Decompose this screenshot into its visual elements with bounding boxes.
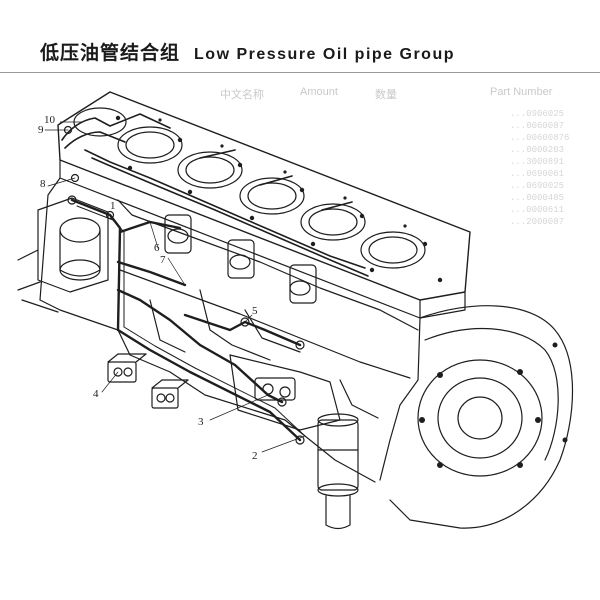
fuel-filter (317, 413, 359, 530)
callout-5: 5 (252, 305, 258, 317)
title-divider (0, 72, 600, 73)
ghost-col-amount: Amount (300, 86, 338, 98)
page-title: 低压油管结合组 Low Pressure Oil pipe Group (40, 38, 455, 65)
callout-6: 6 (154, 242, 160, 254)
callout-1: 1 (110, 200, 116, 212)
callout-9: 9 (38, 124, 44, 136)
ghost-part-number: ...0690061 (510, 169, 565, 179)
engine-block (39, 177, 421, 483)
pipe-2 (70, 198, 302, 442)
ghost-part-number: ...00600876 (510, 133, 570, 143)
leader-lines (44, 121, 306, 453)
callout-3: 3 (198, 416, 204, 428)
head-oil-lines (61, 113, 369, 277)
ghost-col-name: 中文名称 (220, 89, 264, 101)
ghost-part-number: ...0906025 (510, 109, 565, 119)
ghost-part-number: ...3000891 (510, 157, 565, 167)
pump-body (229, 354, 341, 431)
callout-10: 10 (44, 114, 55, 126)
pipe-7 (116, 260, 187, 287)
ghost-part-number: ...0000203 (510, 145, 565, 155)
callout-8: 8 (40, 178, 46, 190)
bleed-through-table-header: Amount 数量 中文名称 Part Number (0, 82, 600, 102)
pipe-clamps (107, 353, 189, 409)
callout-7: 7 (160, 254, 166, 266)
bleed-through-part-numbers: ...0906025 ...0060087 ...00600876 ...000020… (510, 108, 600, 228)
ghost-part-number: ...2000087 (510, 217, 565, 227)
callout-2: 2 (252, 450, 258, 462)
callout-4: 4 (93, 388, 99, 400)
cylinder-head (57, 91, 471, 319)
ghost-col-qty: 数量 (375, 89, 397, 101)
ghost-part-number: ...0060087 (510, 121, 565, 131)
ghost-part-number: ...0000611 (510, 205, 565, 215)
title-english: Low Pressure Oil pipe Group (194, 46, 455, 63)
ghost-part-number: ...0690025 (510, 181, 565, 191)
ghost-col-part-number: Part Number (490, 86, 553, 98)
title-chinese: 低压油管结合组 (40, 42, 181, 64)
ghost-part-number: ...0000485 (510, 193, 565, 203)
flywheel-housing (389, 305, 574, 529)
filter-housing (17, 197, 109, 313)
